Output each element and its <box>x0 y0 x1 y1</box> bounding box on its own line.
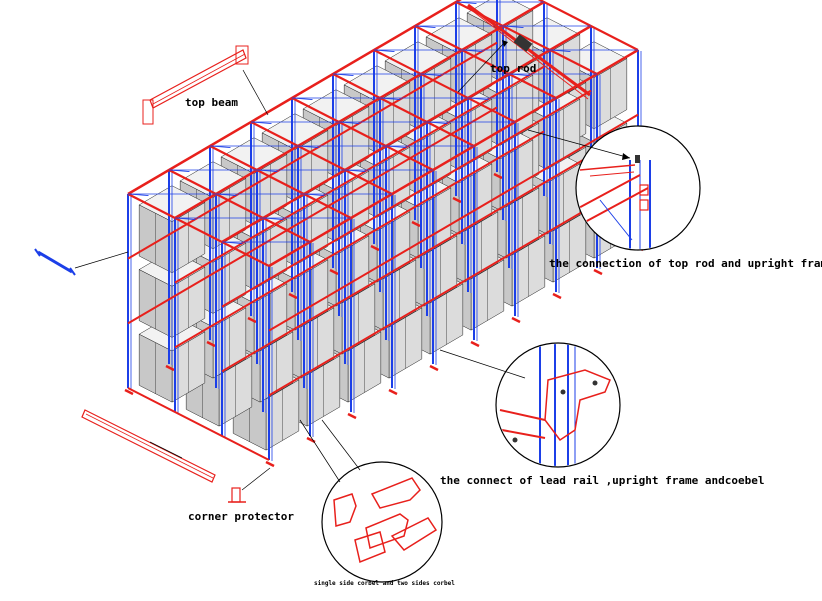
bottom-rail-part <box>81 409 216 483</box>
corner-protector-leader <box>241 467 271 491</box>
top-beam-leader <box>242 69 269 116</box>
lead-rail-part <box>34 248 76 276</box>
top-rod-leader <box>457 41 506 93</box>
top-beam-part <box>142 45 249 125</box>
lead-rail-leader <box>74 251 129 269</box>
detail-corbel-leader-2 <box>321 419 361 471</box>
label-corner-protector: corner protector <box>188 510 294 523</box>
label-top-beam: top beam <box>185 96 238 109</box>
label-lead-rail-connection: the connect of lead rail ,upright frame … <box>440 474 765 487</box>
detail-lead-rail-connection <box>495 342 621 468</box>
label-top-rod-connection: the connection of top rod and upright fr… <box>549 257 822 270</box>
label-corbel: single side corbel and two sides corbel <box>314 580 455 587</box>
detail-lead-rail-leader <box>439 349 526 379</box>
detail-top-rod-connection <box>575 125 701 251</box>
detail-top-rod-leader <box>527 129 631 159</box>
rack-structure <box>124 0 644 468</box>
detail-corbel-leader-1 <box>299 419 341 483</box>
label-top-rod: top rod <box>490 62 536 75</box>
corner-protector-part <box>228 487 246 503</box>
top-rod-part <box>467 3 591 100</box>
detail-corbel <box>321 461 443 583</box>
